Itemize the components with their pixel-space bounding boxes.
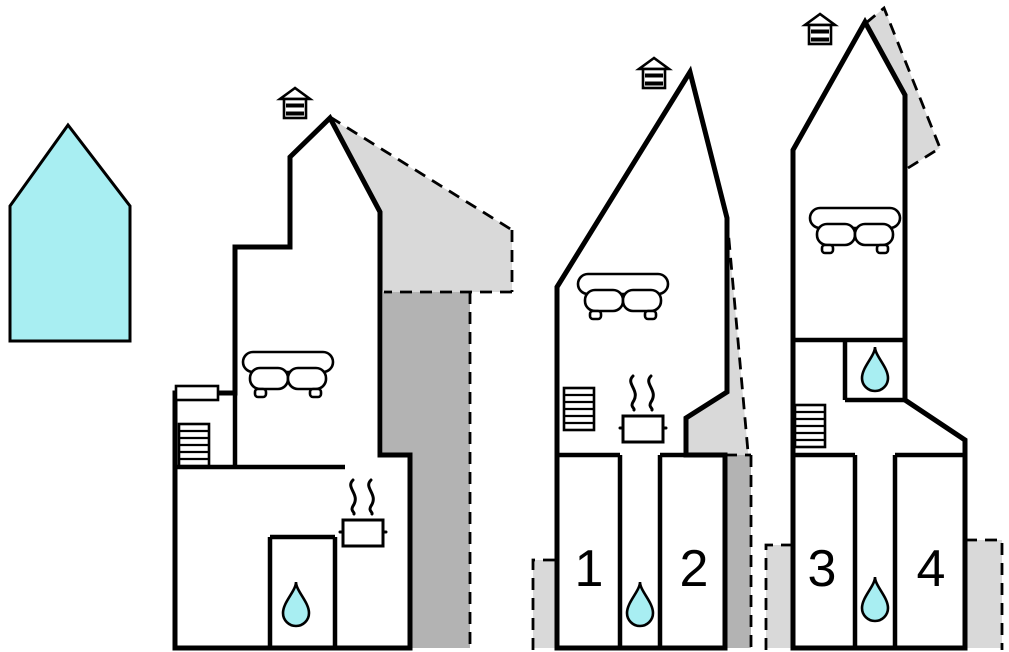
interior-walls bbox=[175, 393, 345, 648]
side-overhang-area-left bbox=[766, 545, 793, 648]
roof-outline-dashed bbox=[764, 5, 1004, 650]
floor-plan-b: 1 2 bbox=[531, 56, 753, 651]
roof-slope-area bbox=[686, 218, 748, 455]
room-label-1: 1 bbox=[575, 540, 604, 598]
chimney-icon bbox=[278, 86, 312, 120]
floor-plan-a bbox=[172, 86, 514, 651]
interior-walls bbox=[793, 337, 965, 648]
terrace-area bbox=[725, 455, 751, 648]
room-label-3: 3 bbox=[808, 540, 837, 598]
chimney-icon bbox=[803, 12, 837, 46]
house-icon bbox=[8, 122, 132, 343]
stairs-icon bbox=[177, 422, 211, 468]
room-label-4: 4 bbox=[917, 540, 946, 598]
side-overhang-area-right bbox=[965, 540, 1002, 648]
stairs-icon bbox=[562, 386, 596, 432]
exterior-wall bbox=[790, 16, 968, 651]
door-icon bbox=[174, 384, 220, 402]
room-label-2: 2 bbox=[680, 540, 709, 598]
interior-walls bbox=[557, 452, 727, 648]
chimney-icon bbox=[637, 56, 671, 90]
side-overhang-area bbox=[533, 560, 557, 648]
stairs-icon bbox=[793, 403, 827, 449]
floor-plan-c: 3 4 bbox=[764, 5, 1004, 651]
roof-outline-dashed bbox=[329, 115, 514, 650]
